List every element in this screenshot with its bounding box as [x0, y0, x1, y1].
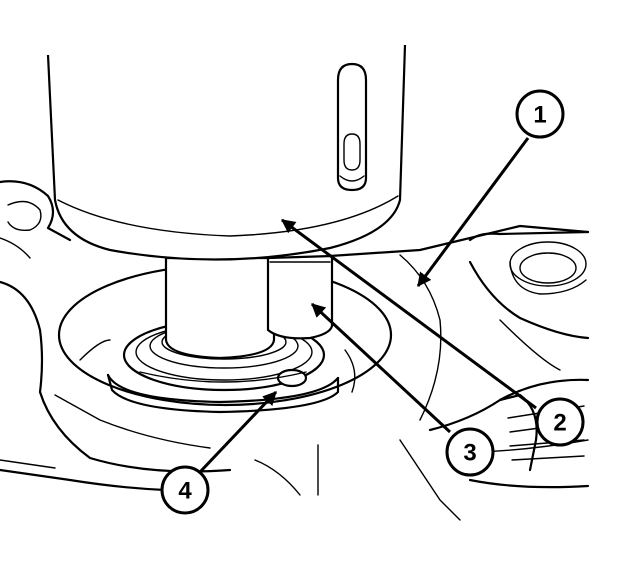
- callout-1-label: 1: [533, 102, 546, 129]
- callout-3: 3: [445, 427, 495, 477]
- leader-4: [198, 390, 278, 474]
- callout-1: 1: [515, 89, 565, 139]
- leader-2: [281, 218, 537, 410]
- leader-1: [416, 137, 530, 287]
- callout-2-label: 2: [553, 410, 566, 437]
- mounting-boss-right: [468, 230, 590, 295]
- callout-4: 4: [160, 465, 210, 515]
- leader-lines: [198, 137, 537, 474]
- callout-2: 2: [535, 397, 585, 447]
- housing-casting: [0, 180, 590, 521]
- leader-3: [310, 302, 452, 434]
- callout-3-label: 3: [463, 440, 476, 467]
- callout-4-label: 4: [178, 478, 192, 505]
- installer-tool-body: [46, 44, 407, 261]
